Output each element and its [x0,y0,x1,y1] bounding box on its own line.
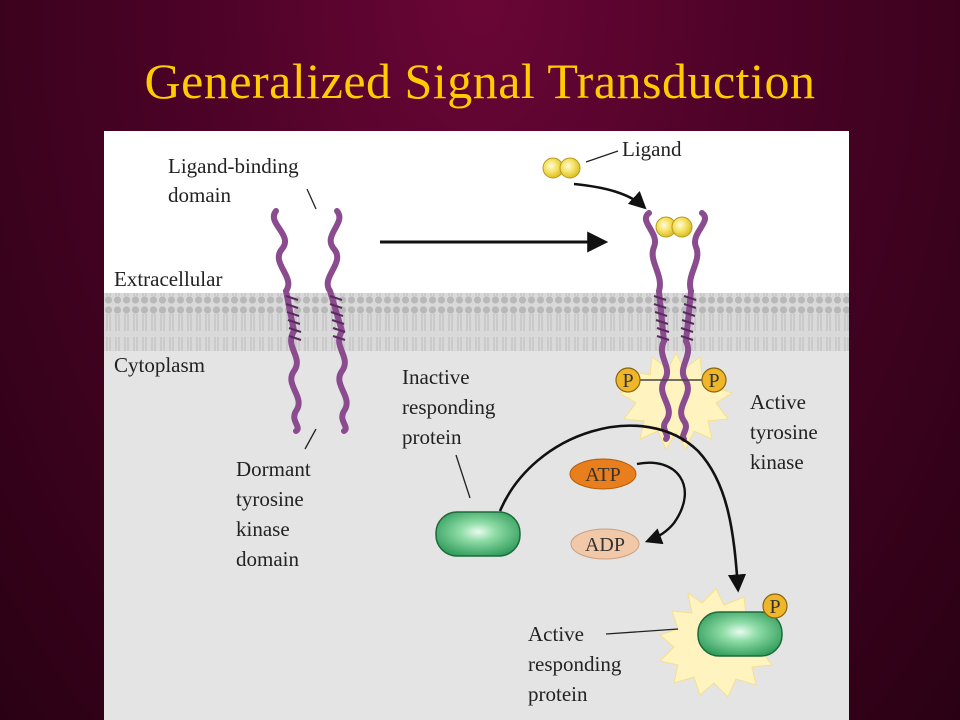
svg-text:P: P [769,596,780,618]
active-kinase-label-1: Active [750,390,806,414]
cell-membrane [104,293,849,351]
ligand-binding-label-2: domain [168,183,231,207]
ligand-binding-leader [306,188,317,210]
adp-label: ADP [585,534,625,556]
dormant-leader [304,428,317,450]
cytoplasm-label: Cytoplasm [114,353,205,377]
atp-molecule: ATP [569,458,637,490]
active-protein-leader [605,628,679,635]
protein-phosphate: P [762,593,788,619]
atp-adp-arrow [636,461,686,545]
slide-title: Generalized Signal Transduction [144,53,816,109]
dormant-label-4: domain [236,547,299,571]
svg-text:P: P [622,370,633,392]
kinase-phosphate-right: P [701,367,727,393]
active-kinase-label-2: tyrosine [750,420,818,444]
dormant-label-3: kinase [236,517,290,541]
active-helix [653,295,697,341]
free-ligand [542,157,581,179]
active-protein-label-1: Active [528,622,584,646]
inactive-protein-leader [455,454,471,499]
ligand-binding-arrow [573,182,647,210]
ligand-label: Ligand [622,137,682,161]
kinase-phosphate-left: P [615,367,641,393]
activation-arrow [498,424,747,593]
dormant-helix-left [285,295,346,341]
signal-transduction-figure: Extracellular Cytoplasm Ligand-binding d… [104,131,849,720]
inactive-responding-protein [435,511,521,557]
inactive-protein-label-2: responding [402,395,496,419]
ligand-leader [585,150,619,163]
active-receptor [642,210,708,442]
dormant-label-1: Dormant [236,457,311,481]
extracellular-label: Extracellular [114,267,222,291]
active-protein-label-2: responding [528,652,622,676]
inactive-protein-label-1: Inactive [402,365,470,389]
adp-molecule: ADP [570,528,640,560]
dormant-receptor [270,208,350,434]
svg-text:P: P [708,370,719,392]
active-kinase-label-3: kinase [750,450,804,474]
inactive-protein-label-3: protein [402,425,462,449]
active-protein-label-3: protein [528,682,588,706]
bound-ligand [655,216,693,238]
atp-label: ATP [585,464,621,486]
dormant-label-2: tyrosine [236,487,304,511]
ligand-binding-label-1: Ligand-binding [168,154,299,178]
diagram-canvas: Extracellular Cytoplasm Ligand-binding d… [104,137,849,720]
active-responding-protein [697,611,783,657]
